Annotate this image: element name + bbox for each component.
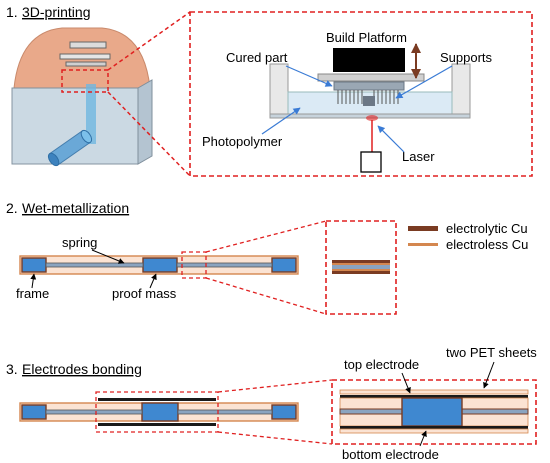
zoom-line-bottom-1 (107, 91, 191, 177)
arrow-cured-part (285, 65, 333, 87)
bottom-electrode (340, 426, 528, 429)
spring-left (45, 262, 144, 268)
label-spring: spring (62, 235, 97, 250)
label-supports: Supports (440, 50, 493, 65)
pet-sheet-bottom (339, 428, 529, 434)
laser-spot (366, 115, 378, 121)
build-platform (333, 48, 405, 72)
frame-left (21, 257, 47, 273)
legend-swatch-electroless (408, 243, 438, 246)
bonded-frame-left (21, 404, 47, 420)
arrow-frame (30, 273, 37, 289)
vat-right-wall (451, 63, 471, 117)
zoom-line-top-3 (217, 379, 333, 393)
printer-platform (65, 61, 107, 67)
bonded-spring-right (177, 409, 273, 415)
pet-sheet-top (339, 389, 529, 395)
metallized-device: spring frame proof mass (16, 235, 299, 301)
legend-label-electrolytic: electrolytic Cu (446, 221, 528, 236)
section-3-title: Electrodes bonding (22, 361, 142, 377)
bonded-proof-mass (141, 402, 179, 422)
bonded-device (19, 398, 299, 426)
zoom-line-top-1 (107, 11, 191, 71)
section-2-title: Wet-metallization (22, 200, 129, 216)
electroless-cu-top (332, 263, 390, 265)
label-two-pet-sheets: two PET sheets (446, 345, 537, 360)
cured-part (333, 81, 405, 91)
label-top-electrode: top electrode (344, 357, 419, 372)
arrow-supports (395, 65, 453, 99)
section-3-number: 3. (6, 361, 18, 377)
frame-right (271, 257, 297, 273)
label-build-platform: Build Platform (326, 30, 407, 45)
label-bottom-electrode: bottom electrode (342, 447, 439, 462)
spring-right (176, 262, 273, 268)
legend-swatch-electrolytic (408, 226, 438, 231)
3d-printer-illustration (11, 27, 153, 167)
zoom-line-top-2 (205, 220, 327, 253)
copper-legend: electrolytic Cu electroless Cu (408, 221, 528, 252)
arrow-spring (91, 249, 125, 264)
section-3-heading: 3. Electrodes bonding (6, 361, 142, 377)
printer-zoom-region (61, 69, 109, 93)
bonding-detail (339, 389, 529, 434)
printer-vat-side (137, 79, 153, 165)
label-frame: frame (16, 286, 49, 301)
section-1-number: 1. (6, 4, 18, 20)
printer-resin-cylinder (47, 129, 93, 167)
top-electrode (340, 395, 528, 398)
label-photopolymer: Photopolymer (202, 134, 283, 149)
arrow-photopolymer (261, 107, 301, 135)
copper-layer-stack (332, 260, 390, 274)
spring-core (332, 265, 390, 269)
electroless-cu-bottom (332, 269, 390, 271)
proof-mass (142, 257, 178, 273)
arrow-top-electrode (401, 372, 411, 394)
printer-resin-column (86, 84, 96, 144)
proof-mass-print (363, 96, 375, 106)
detail-spring-right (461, 408, 529, 415)
section-2-heading: 2. Wet-metallization (6, 200, 129, 216)
metallization-zoom-region (181, 251, 207, 279)
printer-platform-arm (59, 53, 111, 60)
printing-detail: Build Platform Cured part Supports Photo… (202, 30, 493, 173)
section-2-number: 2. (6, 200, 18, 216)
platform-plate (317, 73, 425, 82)
printer-gantry (69, 41, 107, 49)
section-1-title: 3D-printing (22, 4, 90, 20)
zoom-line-bottom-3 (217, 431, 333, 445)
detail-proof-mass (401, 397, 463, 427)
laser-source (360, 151, 382, 173)
zoom-line-bottom-2 (205, 277, 327, 315)
bonded-spring-left (45, 409, 143, 415)
top-electrode-small (98, 398, 216, 401)
detail-spring-left (339, 408, 403, 415)
label-cured-part: Cured part (226, 50, 288, 65)
bonding-zoom-region (95, 391, 219, 433)
support-structures (337, 90, 399, 104)
arrow-laser (377, 125, 405, 153)
electrolytic-cu-top (332, 260, 390, 263)
electrolytic-cu-bottom (332, 271, 390, 274)
label-laser: Laser (402, 149, 435, 164)
vat-left-wall (269, 63, 289, 117)
legend-label-electroless: electroless Cu (446, 237, 528, 252)
bottom-electrode-small (98, 423, 216, 426)
bonded-frame-right (271, 404, 297, 420)
arrow-bottom-electrode (419, 430, 427, 447)
section-1-heading: 1. 3D-printing (6, 4, 90, 20)
arrow-pet-sheets (483, 361, 495, 389)
label-proof-mass: proof mass (112, 286, 177, 301)
arrow-proof-mass (149, 273, 157, 289)
